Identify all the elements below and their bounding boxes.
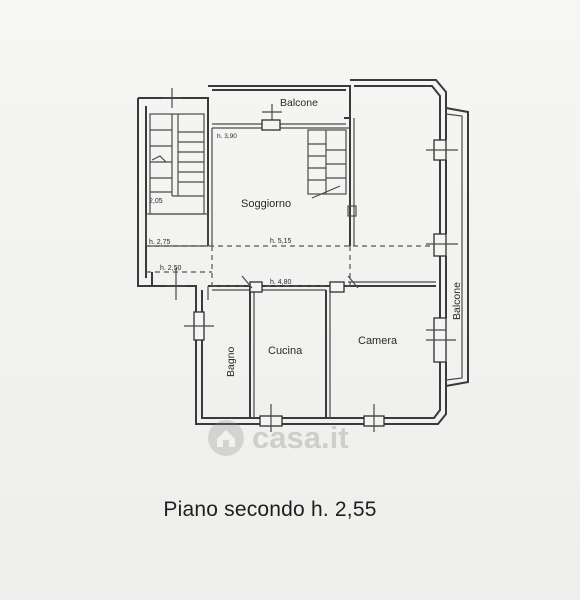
windows — [162, 88, 458, 432]
room-label-cucina: Cucina — [268, 345, 303, 357]
outer-walls — [137, 79, 447, 425]
room-label-balcone-top: Balcone — [280, 97, 318, 109]
floor-caption: Piano secondo h. 2,55 — [163, 498, 377, 521]
balcone-right-outline — [445, 107, 469, 387]
room-label-bagno: Bagno — [225, 346, 237, 377]
height-label-205: 2,05 — [149, 198, 163, 205]
room-label-balcone-right: Balcone — [451, 282, 463, 320]
height-label-515: h. 5,15 — [270, 238, 292, 245]
room-label-camera: Camera — [358, 335, 398, 347]
height-label-275: h. 2,75 — [149, 239, 171, 246]
staircase-right — [307, 129, 357, 217]
room-label-soggiorno: Soggiorno — [241, 198, 291, 210]
watermark: casa.it — [206, 418, 349, 458]
staircase-left — [145, 113, 209, 247]
watermark-text: casa.it — [252, 420, 349, 455]
height-label-480: h. 4,80 — [270, 279, 292, 286]
ceiling-lines — [146, 245, 446, 287]
height-label-250: h. 2,50 — [160, 265, 182, 272]
house-logo-icon — [208, 420, 244, 456]
interior-walls — [207, 104, 436, 418]
height-label-390: h. 3,90 — [217, 133, 237, 140]
